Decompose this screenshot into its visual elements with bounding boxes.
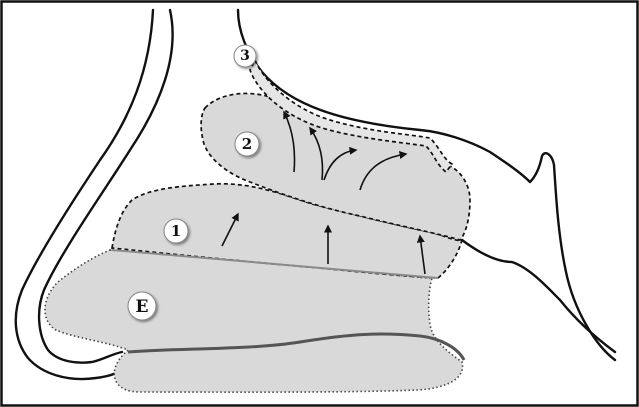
svg-text:2: 2 xyxy=(242,135,252,153)
region-label-2: 2 xyxy=(235,132,259,156)
region-label-3: 3 xyxy=(234,45,256,67)
region-label-e: E xyxy=(128,292,156,320)
svg-text:3: 3 xyxy=(240,48,250,64)
svg-text:1: 1 xyxy=(171,222,181,240)
svg-text:E: E xyxy=(136,297,149,317)
region-label-1: 1 xyxy=(164,219,188,243)
